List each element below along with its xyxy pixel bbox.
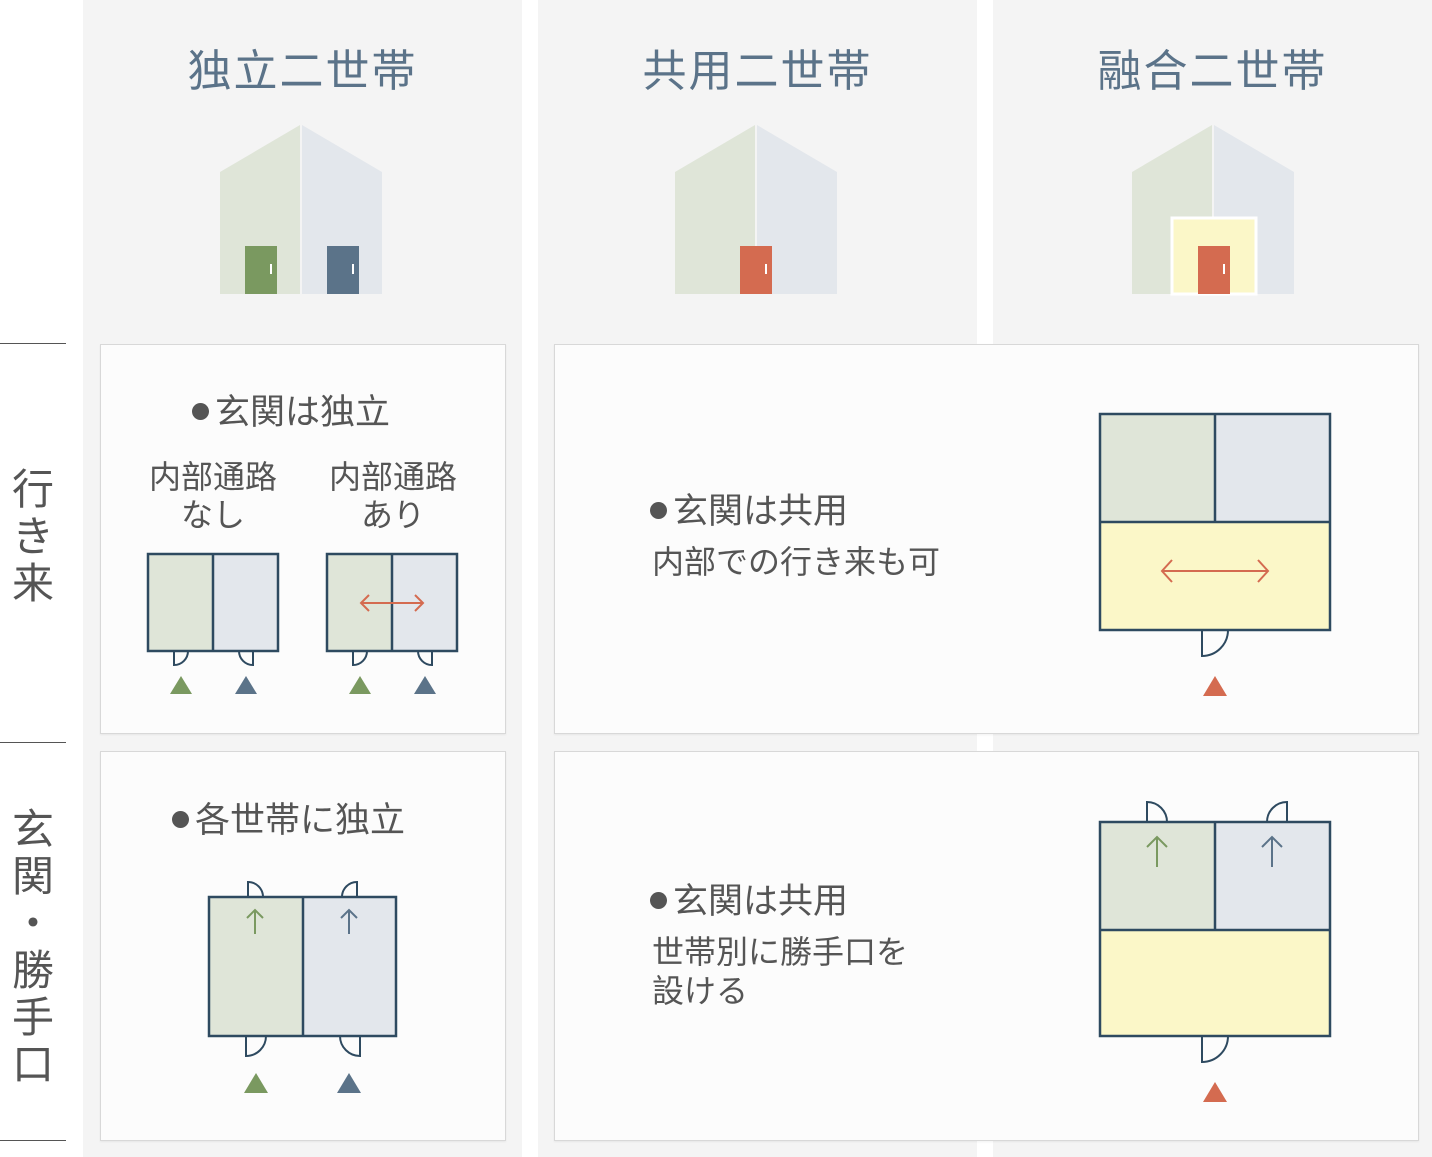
room-shared [1100,930,1330,1036]
row-label-char: 関 [11,852,54,902]
option-line: なし [180,496,245,535]
row-label-char: 勝 [11,946,54,996]
up-arrow-icon [340,908,358,934]
entrance-marker-a-icon [349,676,371,694]
row-label-char: 玄 [11,805,54,854]
floor-plan-shared-with-back-doors [1098,800,1332,1102]
door-swing-icon [339,1035,361,1058]
bullet-each-household-independent: 各世帯に独立 [172,792,405,843]
room-household-a [1100,414,1215,522]
description-line: 設ける [652,972,749,1011]
floor-plan-with-passage [325,552,459,694]
row-label-char: 来 [11,559,54,609]
option-line: 内部通路 [148,458,277,496]
row-divider-bottom [0,1140,66,1141]
column-title-independent: 独立二世帯 [187,46,418,97]
floor-plan-independent-entrances [207,880,398,1093]
door-swing-icon [352,650,368,667]
row-divider-top [0,343,66,344]
column-title-merged: 融合二世帯 [1097,46,1328,97]
room-shared [1100,522,1330,630]
entrance-marker-a-icon [244,1073,268,1093]
row-label-entrance: 玄 関 ・ 勝 手 口 [0,806,66,1088]
bullet-entrance-shared: 玄関は共用 [650,483,848,534]
entrance-marker-b-icon [414,676,436,694]
up-arrow-icon [1146,835,1168,867]
door-swing-icon [1201,629,1229,658]
up-arrow-icon [246,908,264,934]
back-door-swing-icon [1266,800,1288,823]
row-divider-middle [0,742,66,743]
entrance-marker-b-icon [235,676,257,694]
description-line: 内部での行き来も可 [652,543,941,581]
column-title-shared: 共用二世帯 [642,46,873,97]
floor-plan-no-passage [146,552,280,694]
row-label-char: 口 [11,1040,54,1090]
description-line: 世帯別に勝手口を [652,933,909,971]
door-swing-icon [417,650,433,667]
row-label-char: 手 [11,993,54,1043]
door-swing-icon [1201,1035,1229,1064]
up-arrow-icon [1261,835,1283,867]
option-with-passage-label: 内部通路 あり [312,458,474,535]
entrance-marker-a-icon [170,676,192,694]
back-door-swing-icon [1146,800,1168,823]
option-no-passage-label: 内部通路 なし [132,458,294,535]
house-separate-doors-icon [220,125,382,294]
bullet-entrance-shared-2: 玄関は共用 [650,873,848,924]
option-line: 内部通路 [328,458,457,496]
back-door-swing-icon [247,880,264,898]
row-label-movement: 行 き 来 [0,466,66,607]
entrance-marker-b-icon [337,1073,361,1093]
house-merged-entrance-icon [1132,125,1294,296]
entrance-marker-shared-icon [1203,676,1227,696]
option-line: あり [360,496,425,535]
house-shared-door-icon [675,125,837,294]
description-movement-shared: 内部での行き来も可 [652,543,940,582]
two-way-arrow-icon [359,594,425,612]
bullet-entrance-independent: 玄関は独立 [192,384,390,435]
description-entrance-shared: 世帯別に勝手口を 設ける [652,933,908,1011]
back-door-swing-icon [341,880,358,898]
row-label-char: 行 [11,465,54,514]
entrance-marker-shared-icon [1203,1082,1227,1102]
room-household-a [148,554,213,651]
room-household-b [1215,414,1330,522]
two-way-arrow-icon [1160,559,1270,583]
door-swing-icon [245,1035,267,1058]
door-swing-icon [238,650,254,667]
floor-plan-shared-passage [1098,412,1332,696]
room-household-b [213,554,278,651]
row-label-char: き [11,512,54,562]
door-swing-icon [173,650,189,667]
row-label-char: ・ [11,899,54,949]
